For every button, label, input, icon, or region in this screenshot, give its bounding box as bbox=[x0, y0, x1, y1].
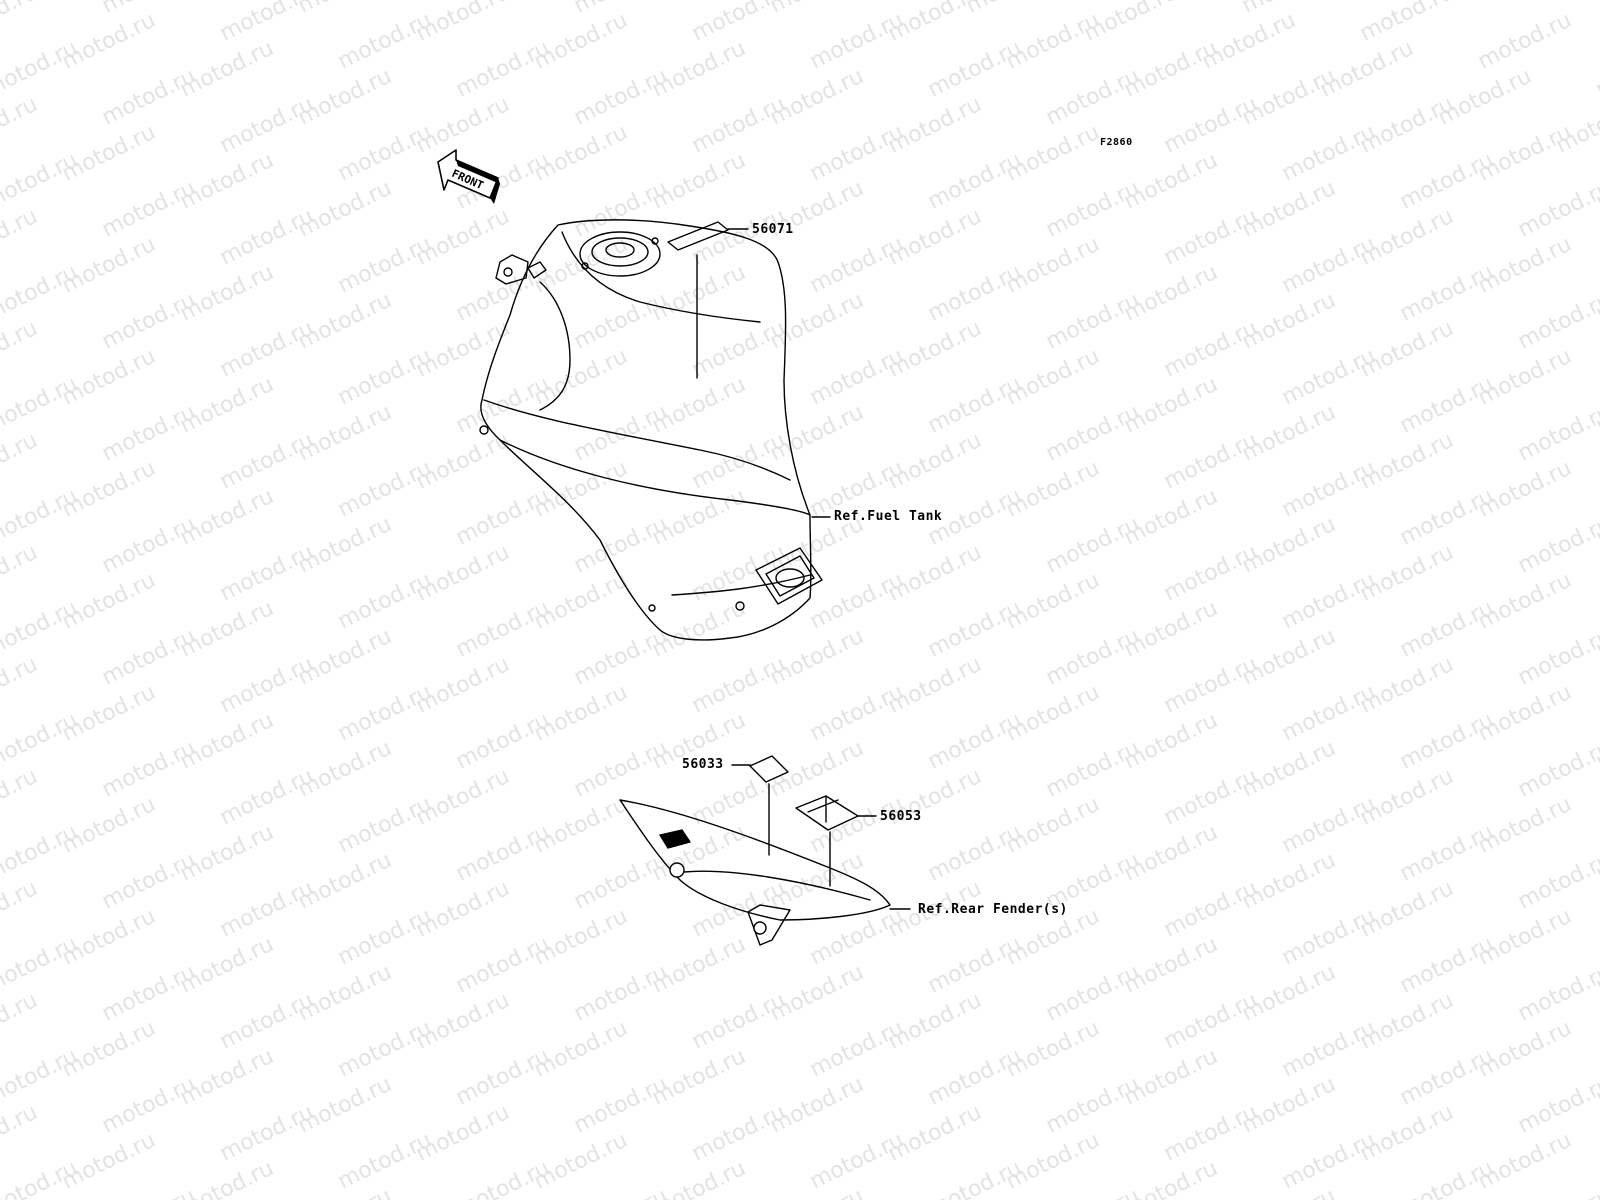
callout-56033: 56033 bbox=[682, 757, 724, 772]
fender-decal-small-shape bbox=[749, 755, 789, 783]
callout-56071: 56071 bbox=[752, 222, 794, 237]
figure-code: F2860 bbox=[1100, 137, 1133, 148]
fuel-tank-drawing bbox=[479, 219, 823, 641]
ref-rear-fender: Ref.Rear Fender(s) bbox=[918, 902, 1068, 917]
callout-56053: 56053 bbox=[880, 809, 922, 824]
ref-fuel-tank: Ref.Fuel Tank bbox=[834, 509, 943, 524]
front-arrow-icon bbox=[437, 149, 500, 204]
fender-decal-large-shape bbox=[795, 795, 859, 831]
rear-fender-drawing bbox=[619, 799, 891, 946]
fuel-tank-decal-shape bbox=[667, 221, 729, 251]
